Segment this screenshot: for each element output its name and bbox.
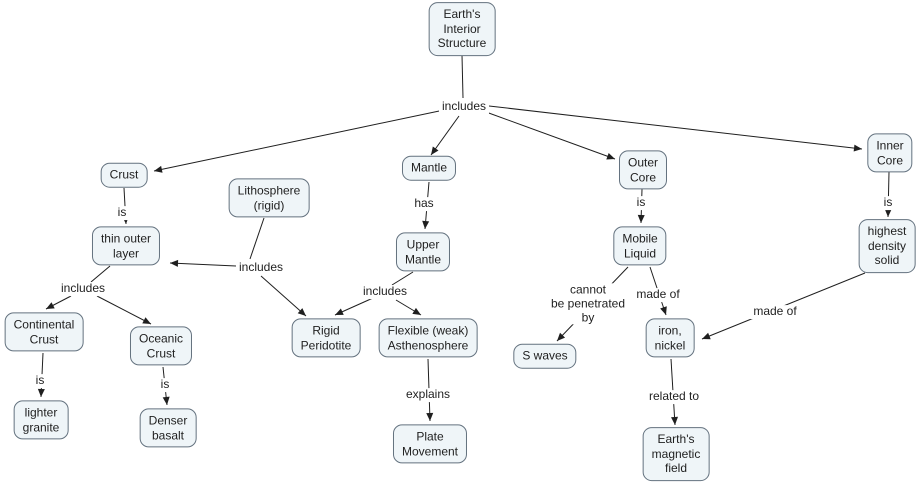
node-s-waves[interactable]: S waves	[513, 343, 577, 369]
link-label-has-mantle: has	[411, 196, 437, 211]
edge-line-lithosphere-thin-outer-layer	[169, 259, 237, 267]
link-label-cannot-be-penetrated-by: cannot be penetrated by	[547, 282, 629, 325]
node-denser-basalt[interactable]: Denser basalt	[139, 408, 197, 448]
edge-line-includes-outer-core	[485, 111, 616, 160]
node-flexible-asthenosphere[interactable]: Flexible (weak) Asthenosphere	[378, 318, 478, 358]
link-label-made-of-highest-density-solid: made of	[750, 304, 800, 319]
node-lithosphere[interactable]: Lithosphere (rigid)	[228, 178, 310, 218]
link-label-is-oceanic-crust: is	[157, 377, 173, 392]
node-upper-mantle[interactable]: Upper Mantle	[395, 232, 451, 272]
node-thin-outer-layer[interactable]: thin outer layer	[91, 226, 161, 266]
edge-line-lithosphere-rigid-peridotite	[260, 275, 307, 317]
node-iron-nickel[interactable]: iron, nickel	[645, 318, 695, 358]
node-inner-core[interactable]: Inner Core	[867, 133, 913, 173]
node-oceanic-crust[interactable]: Oceanic Crust	[129, 326, 193, 366]
link-label-includes-upper-mantle: includes	[359, 284, 411, 299]
node-earths-magnetic-field[interactable]: Earth's magnetic field	[642, 427, 710, 481]
node-mantle[interactable]: Mantle	[401, 155, 457, 181]
edge-line-includes-crust	[153, 109, 445, 173]
edge-line-includes-inner-core	[488, 105, 863, 152]
node-highest-density-solid[interactable]: highest density solid	[858, 219, 916, 273]
link-label-includes-root: includes	[438, 99, 490, 114]
node-lighter-granite[interactable]: lighter granite	[13, 400, 69, 440]
link-label-is-continental-crust: is	[32, 373, 48, 388]
edge-line-thin-outer-layer-oceanic-crust	[96, 295, 152, 325]
link-label-related-to: related to	[645, 389, 703, 404]
link-label-explains: explains	[402, 387, 454, 402]
node-outer-core[interactable]: Outer Core	[618, 150, 668, 190]
link-label-is-crust: is	[114, 205, 130, 220]
edge-stem-lithosphere-includes	[249, 217, 265, 260]
edge-line-upper-mantle-rigid-peridotite	[334, 297, 374, 316]
edge-stem-thin-outer-layer-includes	[90, 265, 111, 283]
node-earths-interior-structure[interactable]: Earth's Interior Structure	[428, 2, 496, 56]
edge-stem-root-includes	[461, 54, 464, 99]
link-label-includes-thin-outer-layer: includes	[57, 281, 109, 296]
node-mobile-liquid[interactable]: Mobile Liquid	[613, 226, 667, 266]
node-rigid-peridotite[interactable]: Rigid Peridotite	[291, 318, 361, 358]
link-label-made-of-mobile-liquid: made of	[633, 287, 683, 302]
node-crust[interactable]: Crust	[100, 162, 148, 188]
edge-line-upper-mantle-asthenosphere	[395, 299, 422, 316]
link-label-is-inner-core: is	[880, 195, 896, 210]
node-continental-crust[interactable]: Continental Crust	[4, 312, 84, 352]
node-plate-movement[interactable]: Plate Movement	[392, 424, 468, 464]
link-label-is-outer-core: is	[633, 195, 649, 210]
edge-line-includes-mantle	[430, 115, 460, 156]
edge-stem-upper-mantle-includes	[391, 271, 414, 286]
link-label-includes-lithosphere: includes	[235, 260, 287, 275]
edge-line-thin-outer-layer-continental-crust	[45, 295, 72, 310]
